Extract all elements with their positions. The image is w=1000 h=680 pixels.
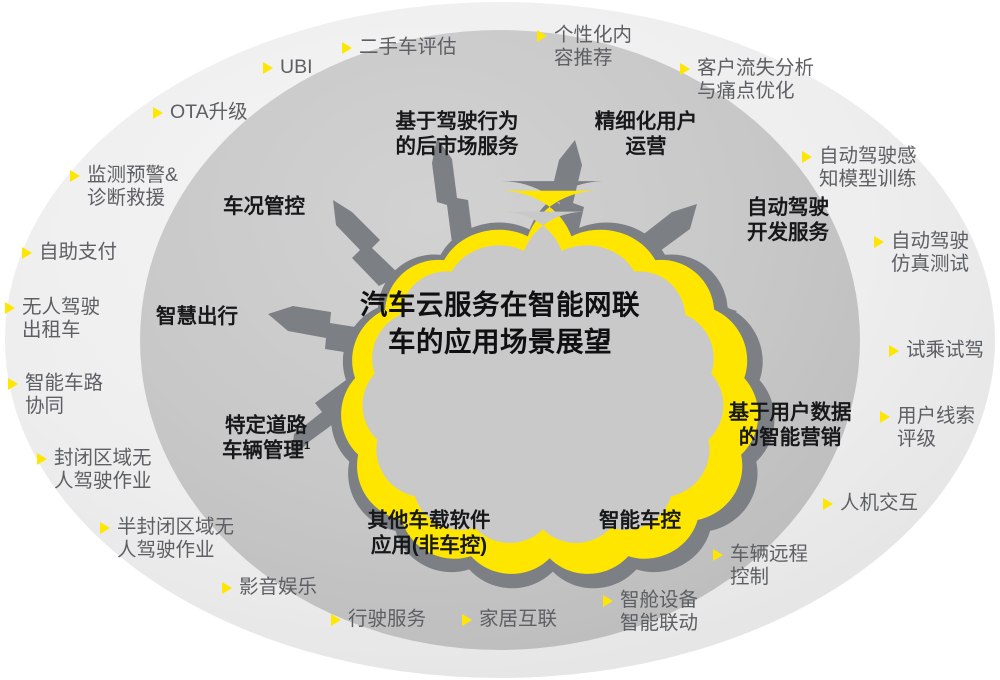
triangle-bullet-icon — [153, 107, 163, 119]
triangle-bullet-icon — [263, 62, 273, 74]
outer-label-personalized-content: 个性化内 容推荐 — [537, 24, 632, 71]
outer-label-self-service-payment: 自助支付 — [22, 241, 117, 264]
triangle-bullet-icon — [537, 30, 547, 42]
inner-label-specific-road-vehicle-management: 特定道路 车辆管理1 — [196, 414, 336, 463]
triangle-bullet-icon — [5, 302, 15, 314]
inner-label-aftermarket-service: 基于驾驶行为 的后市场服务 — [395, 110, 519, 158]
inner-label-specific-road-vehicle-management-text: 特定道路 车辆管理 — [221, 414, 307, 462]
center-cloud-label: 汽车云服务在智能网联 车的应用场景展望 — [360, 289, 640, 358]
outer-label-driving-service: 行驶服务 — [331, 608, 426, 631]
triangle-bullet-icon — [8, 378, 18, 390]
inner-label-autonomous-driving-dev-service: 自动驾驶 开发服务 — [747, 196, 829, 244]
triangle-bullet-icon — [802, 151, 812, 163]
outer-label-home-connectivity: 家居互联 — [462, 608, 557, 631]
outer-label-smart-cabin-device-linkage: 智舱设备 智能联动 — [603, 589, 698, 636]
triangle-bullet-icon — [70, 170, 80, 182]
outer-label-perception-model-training: 自动驾驶感 知模型训练 — [802, 145, 917, 192]
triangle-bullet-icon — [823, 498, 833, 510]
outer-label-used-car-valuation: 二手车评估 — [342, 36, 457, 59]
triangle-bullet-icon — [713, 549, 723, 561]
triangle-bullet-icon — [680, 63, 690, 75]
outer-label-vehicle-road-coordination: 智能车路 协同 — [8, 372, 103, 419]
inner-label-refined-user-operation: 精细化用户 运营 — [594, 110, 698, 158]
inner-label-user-data-smart-marketing: 基于用户数据 的智能营销 — [728, 401, 852, 449]
inner-label-smart-vehicle-control: 智能车控 — [599, 509, 681, 532]
outer-label-test-drive: 试乘试驾 — [889, 339, 984, 362]
triangle-bullet-icon — [880, 411, 890, 423]
triangle-bullet-icon — [37, 453, 47, 465]
outer-label-churn-analysis: 客户流失分析 与痛点优化 — [680, 57, 814, 104]
inner-label-smart-mobility: 智慧出行 — [156, 305, 238, 328]
cloud-shape — [341, 190, 759, 574]
outer-label-ota-upgrade: OTA升级 — [153, 101, 248, 124]
triangle-bullet-icon — [342, 42, 352, 54]
triangle-bullet-icon — [889, 345, 899, 357]
inner-label-other-in-vehicle-software: 其他车载软件 应用(非车控) — [367, 509, 491, 557]
triangle-bullet-icon — [603, 595, 613, 607]
triangle-bullet-icon — [462, 614, 472, 626]
triangle-bullet-icon — [100, 522, 110, 534]
outer-label-human-machine-interaction: 人机交互 — [823, 492, 918, 515]
triangle-bullet-icon — [874, 236, 884, 248]
outer-label-remote-vehicle-control: 车辆远程 控制 — [713, 543, 808, 590]
outer-label-closed-area-unmanned-ops: 封闭区域无 人驾驶作业 — [37, 447, 152, 494]
inner-label-vehicle-condition-control: 车况管控 — [223, 195, 305, 218]
footnote-marker: 1 — [303, 439, 311, 452]
triangle-bullet-icon — [222, 582, 232, 594]
triangle-bullet-icon — [331, 614, 341, 626]
outer-label-monitoring-warning-rescue: 监测预警& 诊断救援 — [70, 164, 178, 211]
outer-label-user-lead-rating: 用户线索 评级 — [880, 405, 975, 452]
outer-label-av-entertainment: 影音娱乐 — [222, 576, 317, 599]
outer-label-autonomous-simulation-test: 自动驾驶 仿真测试 — [874, 230, 969, 277]
triangle-bullet-icon — [22, 247, 32, 259]
outer-label-ubi: UBI — [263, 56, 313, 79]
outer-label-semi-closed-area-unmanned-ops: 半封闭区域无 人驾驶作业 — [100, 516, 234, 563]
outer-label-robotaxi: 无人驾驶 出租车 — [5, 296, 100, 343]
